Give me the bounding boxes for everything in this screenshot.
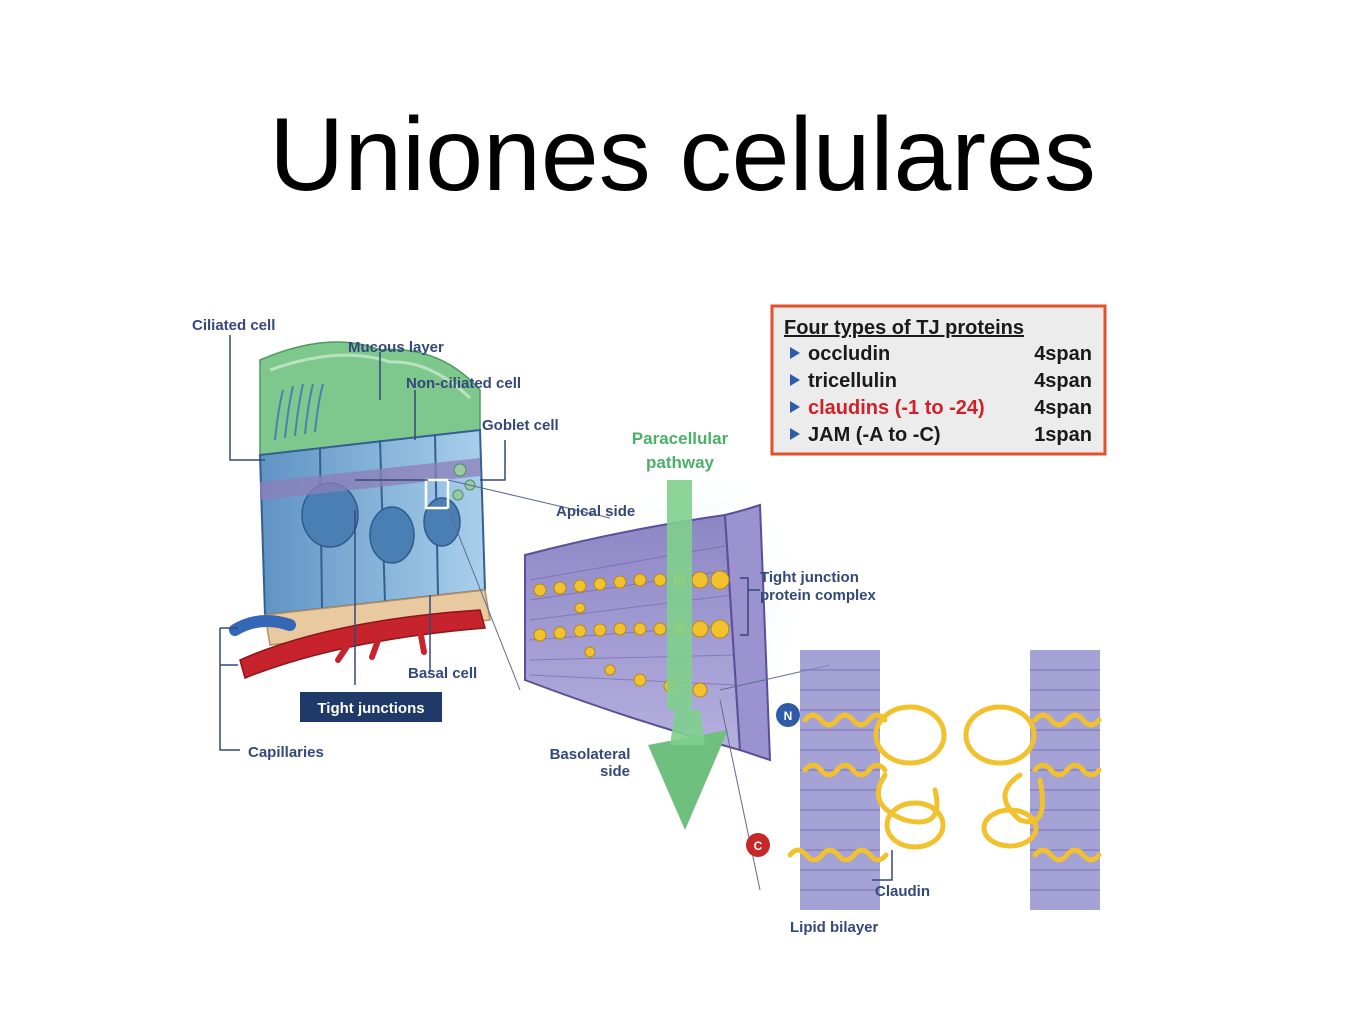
c-terminal-letter: C [754,839,763,853]
figure-svg: N C Ciliated cell Mucous layer Non-cilia… [192,304,1107,936]
label-basolateral-line2: side [600,763,630,780]
tj-row-1: tricellulin 4span [790,370,1092,392]
tj-row-name: tricellulin [808,370,897,392]
label-tj-complex-line1: Tight junction [760,569,859,586]
tight-junction-figure: N C Ciliated cell Mucous layer Non-cilia… [180,290,1120,950]
epithelium-block [229,341,491,680]
label-non-ciliated-cell: Non-ciliated cell [406,375,521,392]
label-capillaries: Capillaries [248,744,324,761]
leader-lines [219,335,506,751]
tj-proteins-box: Four types of TJ proteins occludin 4span… [770,304,1107,456]
label-mucous-layer: Mucous layer [348,339,444,356]
c-terminal-marker [746,833,770,857]
paracellular-arrow [648,480,728,830]
n-terminal-marker [776,703,800,727]
label-apical-side: Apical side [556,503,635,520]
label-goblet-cell: Goblet cell [482,417,559,434]
label-tj-complex-line2: protein complex [760,587,877,604]
n-terminal-letter: N [784,709,793,723]
claudin-panel: N C [746,650,1102,910]
tj-row-span: 4span [1034,343,1092,365]
tj-row-bullet-icon [790,401,800,413]
label-paracellular-line2: pathway [646,453,715,472]
tj-row-name: JAM (-A to -C) [808,424,941,446]
tj-row-bullet-icon [790,347,800,359]
label-basolateral-line1: Basolateral [550,746,631,763]
label-claudin: Claudin [875,883,930,900]
label-paracellular-line1: Paracellular [632,429,729,448]
tj-row-name: occludin [808,343,890,365]
tj-row-span: 4span [1034,370,1092,392]
tj-row-span: 1span [1034,424,1092,446]
tj-row-0: occludin 4span [790,343,1092,365]
slide-title: Uniones celulares [269,97,1096,213]
tj-row-name: claudins (-1 to -24) [808,397,985,419]
tj-box-heading: Four types of TJ proteins [784,317,1024,339]
label-tight-junctions: Tight junctions [317,700,424,717]
label-ciliated-cell: Ciliated cell [192,317,275,334]
tj-row-bullet-icon [790,374,800,386]
label-basal-cell: Basal cell [408,665,477,682]
tight-junctions-badge [300,692,442,722]
zoom-lines-1 [447,479,611,691]
tj-row-span: 4span [1034,397,1092,419]
label-lipid-bilayer: Lipid bilayer [790,919,879,936]
tj-row-bullet-icon [790,428,800,440]
tj-row-3: JAM (-A to -C) 1span [790,424,1092,446]
tj-row-2: claudins (-1 to -24) 4span [790,397,1092,419]
